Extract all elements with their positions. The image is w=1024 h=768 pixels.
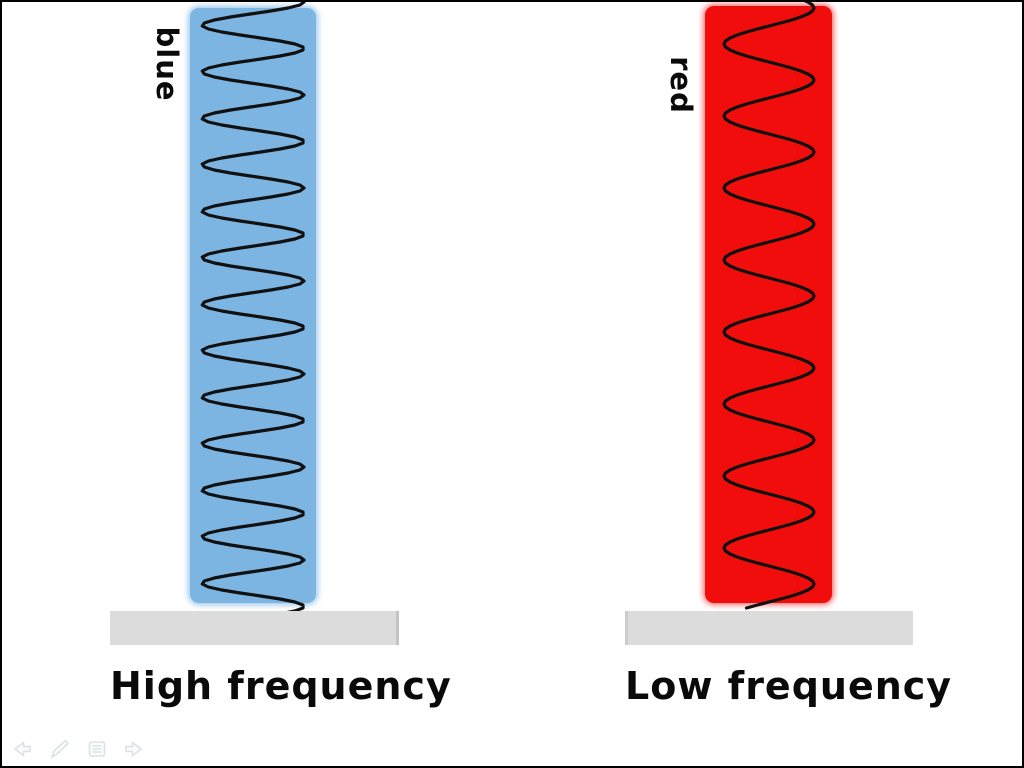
notes-button[interactable] [84,736,110,762]
back-arrow-button[interactable] [8,736,34,762]
low-frequency-base-bar [625,611,913,645]
red-band-label: red [664,56,698,114]
pen-icon [47,737,71,761]
back-arrow-icon [9,737,33,761]
forward-arrow-button[interactable] [122,736,148,762]
forward-arrow-icon [123,737,147,761]
red-band [705,6,832,603]
high-frequency-caption: High frequency [110,664,452,708]
high-frequency-base-bar [110,611,399,645]
blue-band [190,8,316,603]
pen-button[interactable] [46,736,72,762]
blue-band-label: blue [150,26,184,102]
bottom-toolbar [8,736,148,762]
low-frequency-caption: Low frequency [625,664,953,708]
notes-icon [85,737,109,761]
